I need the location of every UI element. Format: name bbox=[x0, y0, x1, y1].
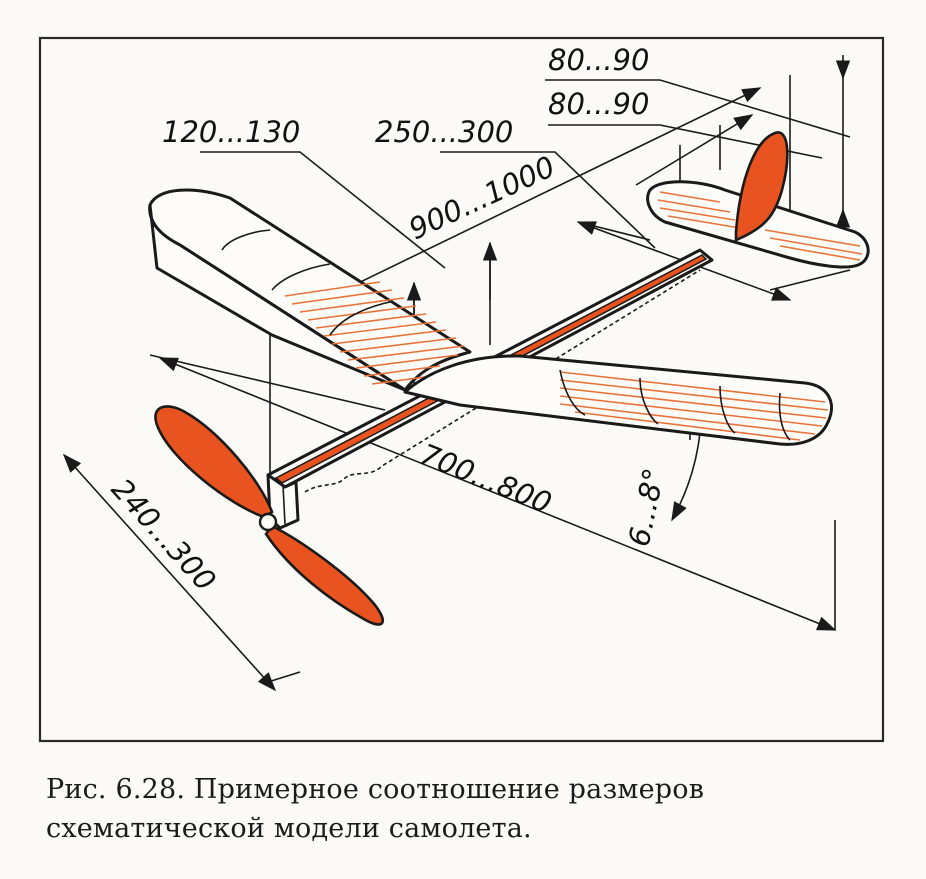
propeller bbox=[154, 405, 385, 626]
label-propeller-diameter: 240...300 bbox=[105, 472, 223, 598]
figure-frame bbox=[38, 36, 885, 743]
caption-line-2: схематической модели самолета. bbox=[46, 813, 532, 844]
vertical-fin bbox=[734, 131, 789, 242]
label-fuselage-length: 700...800 bbox=[415, 437, 556, 520]
figure-caption: Рис. 6.28. Примерное соотношение размеро… bbox=[46, 770, 906, 848]
label-wing-chord: 120...130 bbox=[162, 115, 300, 149]
right-wing bbox=[403, 354, 833, 446]
propeller-hub bbox=[258, 512, 278, 532]
label-tail-height: 80...90 bbox=[548, 43, 649, 77]
caption-line-1: Рис. 6.28. Примерное соотношение размеро… bbox=[46, 774, 705, 805]
label-stab-span: 250...300 bbox=[375, 115, 513, 149]
left-wing-underside bbox=[148, 203, 407, 392]
label-tail-chord: 80...90 bbox=[548, 87, 649, 121]
left-wing bbox=[148, 188, 472, 392]
label-wing-span: 900...1000 bbox=[404, 149, 560, 246]
label-dihedral: 6...8° bbox=[622, 465, 672, 549]
